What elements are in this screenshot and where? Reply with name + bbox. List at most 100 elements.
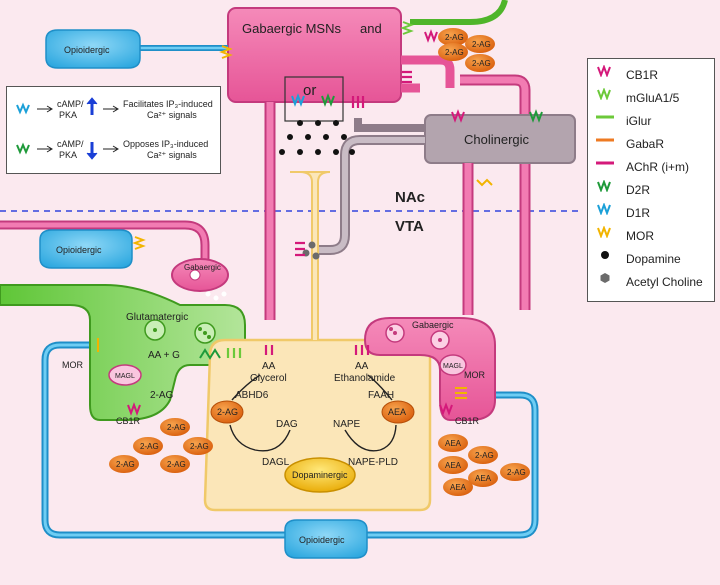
- gabaergic-small-label: Gabaergic: [184, 263, 221, 272]
- svg-text:2-AG: 2-AG: [445, 48, 464, 57]
- key-row1-left-1: cAMP/: [57, 99, 84, 109]
- aa-glycerol-line1: AA: [262, 361, 276, 372]
- receptor-d2r-or: [321, 93, 335, 107]
- receptor-cb1r-right: [439, 402, 453, 416]
- receptor-d2r-chol: [529, 109, 543, 123]
- magl-left: [108, 364, 142, 386]
- dopaminergic-label: Dopaminergic: [292, 470, 348, 480]
- nape-label: NAPE: [333, 419, 361, 430]
- opioidergic-bottom-label: Opioidergic: [299, 535, 345, 545]
- receptor-achr-vta: [295, 241, 305, 257]
- svg-text:2-AG: 2-AG: [475, 451, 494, 460]
- gabar-icon: [596, 138, 614, 142]
- receptor-d1r-or: [291, 93, 305, 107]
- legend-label: CB1R: [626, 68, 659, 82]
- legend-item-cb1r: CB1R: [594, 65, 658, 85]
- svg-text:2-AG: 2-AG: [507, 468, 526, 477]
- dagl-label: DAGL: [262, 457, 290, 468]
- or-box: [284, 76, 344, 122]
- receptor-achr-left: [264, 345, 274, 355]
- orange-2ag-cluster-left: [109, 418, 213, 473]
- svg-text:2-AG: 2-AG: [116, 460, 135, 469]
- legend-label: Acetyl Choline: [626, 275, 703, 289]
- dopamine-dot-icon: [601, 251, 609, 259]
- opioidergic-top-label: Opioidergic: [64, 45, 110, 55]
- key-row2-left-1: cAMP/: [57, 139, 84, 149]
- inner-2ag-label: 2-AG: [217, 407, 238, 417]
- magl-right-label: MAGL: [443, 363, 463, 370]
- iglur-icon: [596, 115, 614, 119]
- glutamatergic-terminal: [0, 284, 246, 421]
- receptor-mor-right: [455, 387, 467, 399]
- aa-eth-line1: AA: [355, 361, 369, 372]
- legend-label: iGlur: [626, 114, 652, 128]
- mor-right-label: MOR: [464, 370, 485, 380]
- dopaminergic-nucleus: [284, 457, 356, 493]
- legend-label: Dopamine: [626, 252, 681, 266]
- legend-item-acetylcholine: Acetyl Choline: [594, 272, 703, 292]
- svg-text:2-AG: 2-AG: [167, 423, 186, 432]
- d2r-icon: [597, 180, 611, 192]
- svg-text:2-AG: 2-AG: [167, 460, 186, 469]
- receptor-cb1r-top: [424, 29, 438, 43]
- opioidergic-mid-cell: [39, 229, 133, 269]
- receptor-mor-chol: [476, 178, 493, 187]
- receptor-achr-or: [351, 96, 365, 108]
- nape-pld-label: NAPE-PLD: [348, 457, 398, 468]
- d1r-icon: [597, 203, 611, 215]
- svg-text:AEA: AEA: [445, 439, 462, 448]
- achr-icon: [596, 161, 614, 165]
- abhd6-label: ABHD6: [235, 390, 269, 401]
- mor-icon: [597, 226, 611, 238]
- inner-2ag-molecule: [210, 400, 244, 424]
- key-row1-right-1: Facilitates IP₃-induced: [123, 99, 213, 109]
- dag-label: DAG: [276, 419, 298, 430]
- legend-label: D2R: [626, 183, 651, 197]
- vta-label: VTA: [395, 218, 424, 235]
- legend-label: GabaR: [626, 137, 665, 151]
- opioidergic-top-cell: [45, 29, 141, 69]
- aa-g-label: AA + G: [148, 350, 180, 361]
- legend-item-achr: AChR (i+m): [594, 157, 689, 177]
- cb1r-right-label: CB1R: [455, 416, 480, 426]
- svg-text:AEA: AEA: [445, 461, 462, 470]
- legend-box: CB1R mGluA1/5 iGlur GabaR AChR (i+m) D2R…: [587, 58, 715, 302]
- receptor-mor-top: [219, 45, 233, 59]
- key-row2-right-1: Opposes IP₃-induced: [123, 139, 208, 149]
- receptor-iglu-left: [226, 348, 242, 358]
- legend-label: MOR: [626, 229, 654, 243]
- legend-label: AChR (i+m): [626, 160, 690, 174]
- svg-text:2-AG: 2-AG: [472, 40, 491, 49]
- dopaminergic-axon: [290, 171, 331, 340]
- gaba-vesicles-small: [189, 269, 227, 301]
- glutamatergic-label: Glutamatergic: [126, 312, 188, 323]
- legend-item-gabar: GabaR: [594, 134, 664, 154]
- mglu-icon: [597, 88, 611, 100]
- glutamate-vesicles: [144, 319, 216, 344]
- legend-label: mGluA1/5: [626, 91, 680, 105]
- d2r-zigzag-icon: [16, 142, 30, 155]
- svg-text:2-AG: 2-AG: [472, 59, 491, 68]
- receptor-d2r-left: [199, 348, 221, 360]
- aa-eth-line2: Ethanolamide: [334, 373, 396, 384]
- msn-label: Gabaergic MSNs: [242, 21, 341, 36]
- receptor-cb1r-left: [127, 402, 141, 416]
- legend-item-d1r: D1R: [594, 203, 650, 223]
- dopaminergic-cell-body: [203, 338, 432, 512]
- signal-key-svg: cAMP/ PKA Facilitates IP₃-induced Ca²⁺ s…: [16, 97, 213, 160]
- legend-label: D1R: [626, 206, 651, 220]
- magl-left-label: MAGL: [115, 373, 135, 380]
- orange-labels: 2-AG 2-AG 2-AG 2-AG 2-AG 2-AG 2-AG 2-AG …: [116, 33, 526, 492]
- inner-aea-label: AEA: [388, 407, 406, 417]
- legend-item-iglur: iGlur: [594, 111, 651, 131]
- receptor-cb1r-chol: [451, 109, 465, 123]
- svg-text:AEA: AEA: [475, 474, 492, 483]
- key-row2-right-2: Ca²⁺ signals: [147, 150, 197, 160]
- legend-item-mglu: mGluA1/5: [594, 88, 679, 108]
- receptor-achr-msn: [402, 70, 412, 84]
- gaba-vesicles-right: [385, 323, 450, 350]
- receptor-mglu-top: [400, 21, 414, 35]
- key-row2-left-2: PKA: [59, 150, 77, 160]
